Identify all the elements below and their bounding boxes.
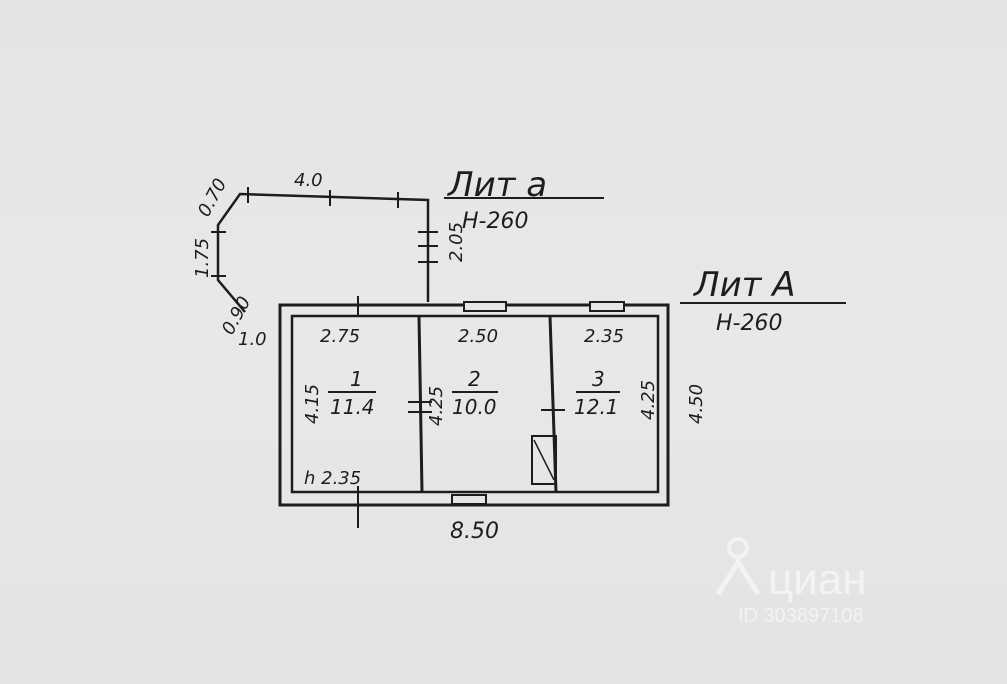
room-1-area: 11.4 [330,395,375,419]
windows [451,301,625,505]
main-width: 4.50 [686,384,707,424]
room-2-area: 10.0 [452,395,497,419]
room-2-width: 2.50 [458,326,498,347]
room-3-number: 3 [592,367,605,391]
partition-1-2 [417,315,424,493]
watermark-id: ID 303897108 [738,605,864,627]
annex-dim-right: 2.05 [446,222,467,262]
main-length: 8.50 [450,519,499,544]
room-1-number: 1 [350,367,363,391]
room-3-area: 12.1 [574,395,619,419]
room-1-label: 1 11.4 [328,367,376,419]
window-bottom-room-2 [451,494,487,505]
window-top-room-3 [589,301,625,312]
watermark-brand: циан [768,555,867,604]
room-2-depth: 4.25 [426,386,447,426]
map-pin-person-icon [715,537,761,596]
watermark: циан ID 303897108 [715,537,867,627]
room-2-number: 2 [468,367,481,391]
floor-height: h 2.35 [304,468,361,489]
room-1-depth: 4.15 [302,384,323,424]
annex-height: Н-260 [462,209,528,234]
room-2-label: 2 10.0 [452,367,498,419]
main-title: Лит А [692,265,796,305]
room-3-depth: 4.25 [638,380,659,420]
stove-icon [531,435,557,485]
room-3-width: 2.35 [584,326,624,347]
annex-dim-top: 4.0 [294,170,323,191]
window-top-room-2 [463,301,507,312]
main-height: Н-260 [716,311,782,336]
room-1-width: 2.75 [320,326,360,347]
room-3-label: 3 12.1 [574,367,620,419]
annex-dim-bottom: 1.0 [238,329,267,350]
annex-outline [211,187,438,313]
annex-dim-left: 1.75 [192,238,213,278]
